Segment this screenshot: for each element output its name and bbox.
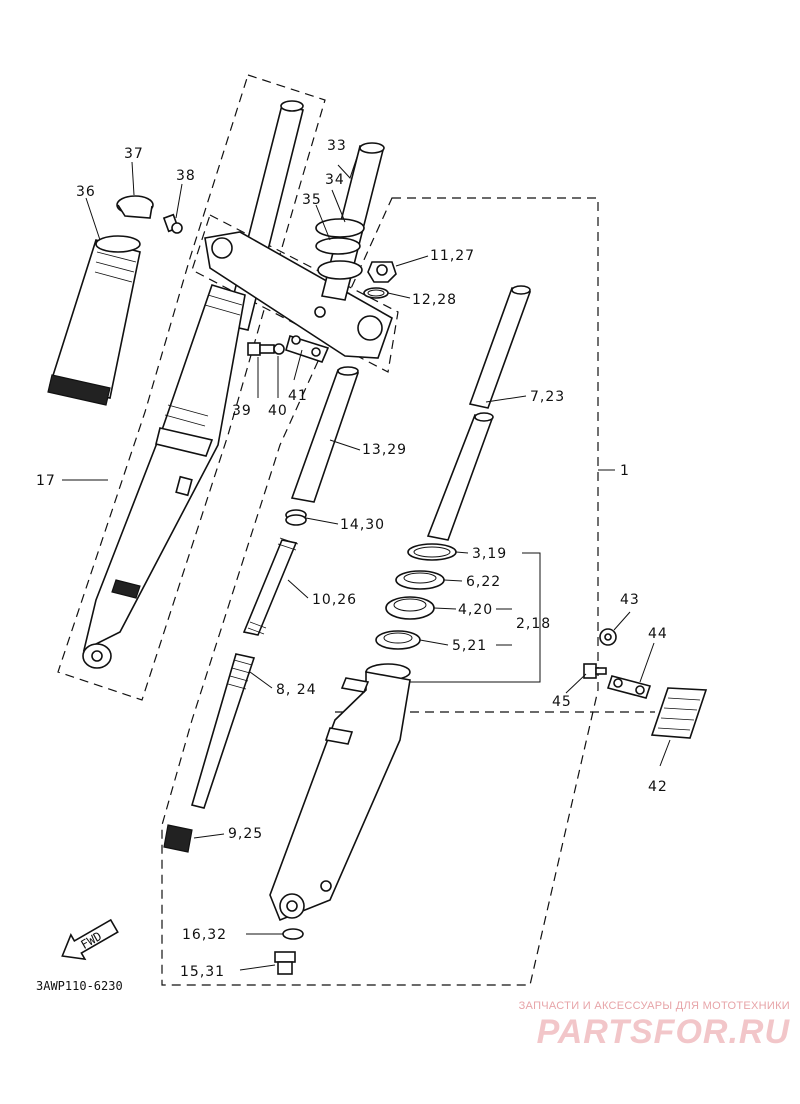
callout-2-18: 2,18: [516, 616, 551, 632]
fork-boot-part: [47, 235, 141, 406]
callout-40: 40: [268, 403, 288, 419]
callout-35: 35: [302, 192, 322, 208]
callout-16-32: 16,32: [182, 927, 227, 943]
callout-38: 38: [176, 168, 196, 184]
callout-39: 39: [232, 403, 252, 419]
bracket-bolt-part: [247, 342, 275, 356]
spring-seat-part: [285, 509, 307, 526]
steering-stem-part: [315, 142, 385, 301]
fork-spring-part: [242, 537, 299, 636]
callout-15-31: 15,31: [180, 964, 225, 980]
right-fork-assembly-boundary: [161, 197, 599, 986]
reflector-screw-part: [583, 663, 607, 679]
callout-10-26: 10,26: [312, 592, 357, 608]
watermark-brand: PARTSFOR.RU: [536, 1013, 790, 1051]
callout-45: 45: [552, 694, 572, 710]
oil-seal-part: [385, 596, 435, 620]
callout-13-29: 13,29: [362, 442, 407, 458]
damper-rod-cylinder-part: [290, 366, 360, 503]
callout-33: 33: [327, 138, 347, 154]
drain-washer-part: [282, 928, 304, 940]
callout-41: 41: [288, 388, 308, 404]
callout-14-30: 14,30: [340, 517, 385, 533]
callout-43: 43: [620, 592, 640, 608]
left-fork-assembly-boundary: [57, 74, 326, 701]
washer-part: [273, 343, 285, 355]
callout-44: 44: [648, 626, 668, 642]
cap-bolt-part: [367, 261, 397, 283]
bracket-part: [285, 334, 330, 363]
callout-42: 42: [648, 779, 668, 795]
drain-bolt-part: [274, 951, 296, 975]
callout-6-22: 6,22: [466, 574, 501, 590]
drawing-code: 3AWP110-6230: [36, 979, 123, 993]
callout-37: 37: [124, 146, 144, 162]
callout-17: 17: [36, 473, 56, 489]
callout-12-28: 12,28: [412, 292, 457, 308]
callout-4-20: 4,20: [458, 602, 493, 618]
forward-direction-icon: FWD: [61, 918, 119, 961]
callout-36: 36: [76, 184, 96, 200]
under-bracket-part: [204, 231, 393, 359]
circlip-part: [407, 543, 457, 561]
reflector-bracket-part: [606, 675, 652, 699]
clamp-screw-part: [162, 213, 183, 234]
reflector-part: [650, 687, 708, 739]
watermark: ЗАПЧАСТИ И АКСЕССУАРЫ ДЛЯ МОТОТЕХНИКИ PA…: [478, 1000, 790, 1052]
o-ring-part: [363, 287, 389, 299]
reflector-nut-part: [599, 628, 617, 646]
oil-lock-piece-part: [163, 824, 193, 853]
callout-3-19: 3,19: [472, 546, 507, 562]
callout-1: 1: [620, 463, 630, 479]
leader-lines: [62, 147, 671, 971]
watermark-tagline: ЗАПЧАСТИ И АКСЕССУАРЫ ДЛЯ МОТОТЕХНИКИ: [518, 1000, 790, 1012]
damper-rod-part: [190, 653, 256, 809]
callout-7-23: 7,23: [530, 389, 565, 405]
callout-5-21: 5,21: [452, 638, 487, 654]
callout-8-24: 8, 24: [276, 682, 317, 698]
outer-tube-part: [269, 663, 411, 922]
callout-34: 34: [325, 172, 345, 188]
washer-seal-part: [375, 630, 421, 650]
callout-9-25: 9,25: [228, 826, 263, 842]
dust-seal-part: [395, 570, 445, 590]
inner-tube-part: [426, 285, 532, 541]
callout-11-27: 11,27: [430, 248, 475, 264]
boot-clamp-band-part: [116, 195, 154, 219]
